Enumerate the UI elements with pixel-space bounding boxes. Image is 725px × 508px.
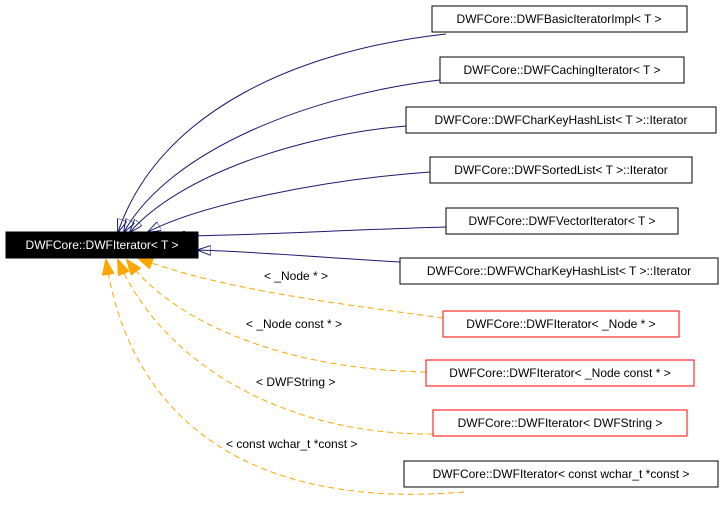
node-label: DWFCore::DWFWCharKeyHashList< T >::Itera… <box>427 264 691 278</box>
node-vector-iterator[interactable]: DWFCore::DWFVectorIterator< T > <box>445 207 679 235</box>
node-label: DWFCore::DWFCachingIterator< T > <box>464 63 661 77</box>
node-iterator-node-ptr[interactable]: DWFCore::DWFIterator< _Node * > <box>442 310 680 338</box>
edge-n4 <box>172 226 447 236</box>
node-caching-iterator[interactable]: DWFCore::DWFCachingIterator< T > <box>439 56 685 84</box>
edge-n8 <box>118 260 434 435</box>
node-label: DWFCore::DWFIterator< const wchar_t *con… <box>433 467 690 481</box>
node-wcharkeyhashlist-iterator[interactable]: DWFCore::DWFWCharKeyHashList< T >::Itera… <box>399 257 719 285</box>
edge-label-node-ptr: < _Node * > <box>264 269 328 283</box>
node-iterator-dwfstring[interactable]: DWFCore::DWFIterator< DWFString > <box>432 409 688 437</box>
node-label: DWFCore::DWFCharKeyHashList< T >::Iterat… <box>435 113 688 127</box>
node-iterator-wchar-const[interactable]: DWFCore::DWFIterator< const wchar_t *con… <box>403 460 719 488</box>
edge-n5 <box>198 250 401 263</box>
edge-label-wchar-const: < const wchar_t *const > <box>226 437 357 451</box>
node-label: DWFCore::DWFIterator< _Node const * > <box>449 366 670 380</box>
edge-n9 <box>106 260 465 495</box>
edge-n0 <box>118 33 447 232</box>
main-node-label: DWFCore::DWFIterator< T > <box>26 238 179 252</box>
node-label: DWFCore::DWFVectorIterator< T > <box>469 214 656 228</box>
edge-label-dwfstring: < DWFString > <box>256 375 335 389</box>
edge-n6 <box>138 258 444 319</box>
edge-n1 <box>124 79 441 232</box>
node-label: DWFCore::DWFSortedList< T >::Iterator <box>454 163 668 177</box>
node-charkeyhashlist-iterator[interactable]: DWFCore::DWFCharKeyHashList< T >::Iterat… <box>405 106 717 134</box>
edge-n2 <box>130 125 407 232</box>
node-basic-iterator-impl[interactable]: DWFCore::DWFBasicIteratorImpl< T > <box>431 5 688 33</box>
edge-label-node-const-ptr: < _Node const * > <box>246 317 342 331</box>
node-label: DWFCore::DWFIterator< DWFString > <box>458 416 663 430</box>
edge-n3 <box>148 171 431 232</box>
edge-n7 <box>127 260 427 373</box>
node-label: DWFCore::DWFIterator< _Node * > <box>466 317 655 331</box>
node-iterator-node-const-ptr[interactable]: DWFCore::DWFIterator< _Node const * > <box>425 359 695 387</box>
node-sortedlist-iterator[interactable]: DWFCore::DWFSortedList< T >::Iterator <box>429 156 693 184</box>
node-label: DWFCore::DWFBasicIteratorImpl< T > <box>457 12 662 26</box>
main-node[interactable]: DWFCore::DWFIterator< T > <box>5 231 199 259</box>
